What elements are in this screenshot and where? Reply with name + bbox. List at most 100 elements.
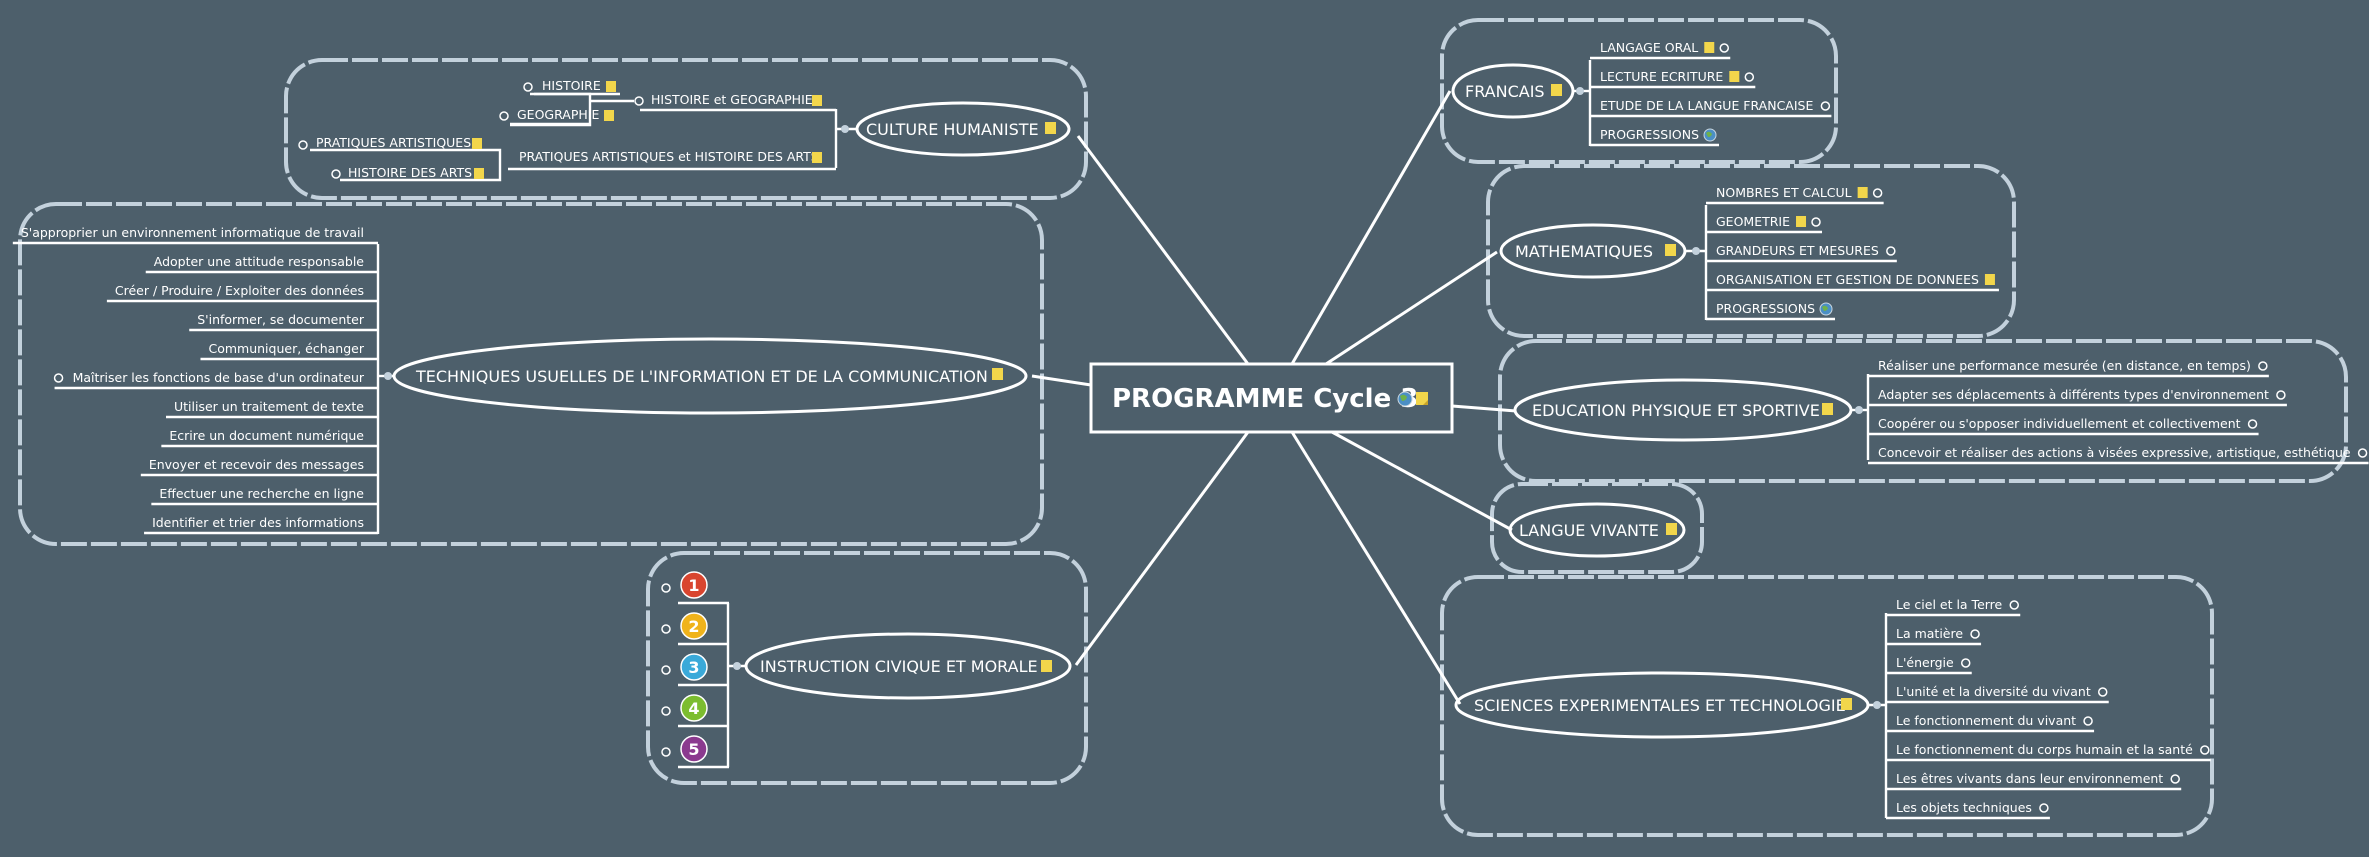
list-item[interactable]: Les êtres vivants dans leur environnemen… [1896, 771, 2163, 786]
expand-marker-icon[interactable] [2276, 390, 2286, 400]
note-icon[interactable] [1841, 698, 1852, 710]
list-item[interactable]: Réaliser une performance mesurée (en dis… [1878, 358, 2251, 373]
expand-marker-icon[interactable] [523, 82, 533, 92]
expand-marker-icon[interactable] [331, 169, 341, 179]
branch-culture-humaniste[interactable]: CULTURE HUMANISTE HISTOIRE et GEOGRAPHIE… [298, 78, 1071, 182]
expand-marker-icon[interactable] [2097, 687, 2108, 697]
note-icon[interactable] [1665, 244, 1676, 256]
list-item[interactable]: S'approprier un environnement informatiq… [21, 225, 364, 240]
list-item[interactable]: Concevoir et réaliser des actions à visé… [1878, 445, 2351, 460]
list-item[interactable]: Effectuer une recherche en ligne [159, 486, 364, 501]
expand-marker-icon[interactable] [2039, 803, 2049, 813]
note-icon[interactable] [1704, 42, 1715, 53]
expand-marker-icon[interactable] [1811, 217, 1821, 227]
list-item[interactable]: Adapter ses déplacements à différents ty… [1878, 387, 2269, 402]
expand-marker-icon[interactable] [1719, 43, 1730, 53]
expand-marker-icon[interactable] [2083, 716, 2093, 726]
note-icon[interactable] [474, 168, 484, 179]
list-item[interactable]: Le ciel et la Terre [1896, 597, 2003, 612]
note-icon[interactable] [1984, 274, 1995, 285]
note-icon[interactable] [1041, 660, 1052, 672]
note-icon[interactable] [1822, 403, 1833, 415]
leaf-pratiques-artistiques[interactable]: PRATIQUES ARTISTIQUES [316, 135, 471, 150]
number-badge-1[interactable]: 1 [680, 571, 708, 599]
note-icon[interactable] [1666, 523, 1677, 535]
note-icon[interactable] [1045, 122, 1056, 134]
list-item[interactable]: L'énergie [1896, 655, 1954, 670]
branch-langue-vivante[interactable]: LANGUE VIVANTE [1508, 502, 1686, 558]
list-item[interactable]: La matière [1896, 626, 1963, 641]
number-badge-2[interactable]: 2 [680, 612, 708, 640]
list-item[interactable]: Identifier et trier des informations [152, 515, 364, 530]
number-badge-3[interactable]: 3 [680, 653, 708, 681]
list-item[interactable]: Utiliser un traitement de texte [174, 399, 364, 414]
list-item[interactable]: L'unité et la diversité du vivant [1896, 684, 2091, 699]
branch-eps[interactable]: EDUCATION PHYSIQUE ET SPORTIVE Réaliser … [1513, 358, 2369, 465]
list-item[interactable]: Communiquer, échanger [208, 341, 364, 356]
expand-marker-icon[interactable] [661, 583, 671, 593]
expand-marker-icon[interactable] [2258, 361, 2268, 371]
note-icon[interactable] [1551, 84, 1562, 96]
expand-marker-icon[interactable] [2357, 448, 2368, 458]
list-item[interactable]: LANGAGE ORAL [1600, 40, 1698, 55]
expand-marker-icon[interactable] [634, 96, 644, 106]
list-item[interactable]: Adopter une attitude responsable [154, 254, 365, 269]
number-badge-5[interactable]: 5 [680, 735, 708, 763]
expand-marker-icon[interactable] [661, 624, 671, 634]
note-icon[interactable] [1857, 187, 1868, 198]
list-item[interactable]: LECTURE ECRITURE [1600, 69, 1723, 84]
list-item[interactable]: ORGANISATION ET GESTION DE DONNEES [1716, 272, 1979, 287]
leaf-histoire[interactable]: HISTOIRE [542, 78, 601, 93]
expand-marker-icon[interactable] [2200, 745, 2210, 755]
branch-mathematiques[interactable]: MATHEMATIQUES NOMBRES ET CALCULGEOMETRIE… [1499, 185, 1999, 321]
list-item[interactable]: PROGRESSIONS [1716, 301, 1815, 316]
leaf-geographie[interactable]: GEOGRAPHIE [517, 107, 599, 122]
expand-marker-icon[interactable] [1820, 101, 1831, 111]
sub-topic-pratiques-histoire-arts[interactable]: PRATIQUES ARTISTIQUES et HISTOIRE DES AR… [519, 149, 819, 164]
list-item[interactable]: GRANDEURS ET MESURES [1716, 243, 1879, 258]
number-badge-4[interactable]: 4 [680, 694, 708, 722]
expand-marker-icon[interactable] [661, 665, 671, 675]
note-icon[interactable] [812, 152, 822, 163]
note-icon[interactable] [812, 95, 822, 106]
list-item[interactable]: PROGRESSIONS [1600, 127, 1699, 142]
note-icon[interactable] [992, 368, 1003, 380]
list-item[interactable]: Le fonctionnement du vivant [1896, 713, 2076, 728]
central-topic[interactable]: PROGRAMME Cycle 3 [1089, 362, 1454, 434]
note-icon[interactable] [1729, 71, 1740, 82]
expand-marker-icon[interactable] [1886, 246, 1896, 256]
expand-marker-icon[interactable] [2170, 774, 2180, 784]
expand-marker-icon[interactable] [1872, 188, 1883, 198]
expand-marker-icon[interactable] [499, 111, 509, 121]
note-icon[interactable] [472, 138, 482, 149]
list-item[interactable]: NOMBRES ET CALCUL [1716, 185, 1852, 200]
note-icon[interactable] [1416, 392, 1428, 405]
list-item[interactable]: Coopérer ou s'opposer individuellement e… [1878, 416, 2241, 431]
list-item[interactable]: Le fonctionnement du corps humain et la … [1896, 742, 2193, 757]
note-icon[interactable] [1796, 216, 1807, 227]
expand-marker-icon[interactable] [1970, 629, 1980, 639]
expand-marker-icon[interactable] [661, 747, 671, 757]
expand-marker-icon[interactable] [2247, 419, 2258, 429]
list-item[interactable]: S'informer, se documenter [197, 312, 365, 327]
note-icon[interactable] [604, 110, 614, 121]
expand-marker-icon[interactable] [53, 373, 64, 383]
expand-marker-icon[interactable] [661, 706, 671, 716]
list-item[interactable]: Créer / Produire / Exploiter des données [115, 283, 364, 298]
list-item[interactable]: Ecrire un document numérique [169, 428, 364, 443]
list-item[interactable]: Envoyer et recevoir des messages [149, 457, 364, 472]
list-item[interactable]: Les objets techniques [1896, 800, 2032, 815]
expand-marker-icon[interactable] [1744, 72, 1755, 82]
list-item[interactable]: GEOMETRIE [1716, 214, 1790, 229]
expand-marker-icon[interactable] [1960, 658, 1971, 668]
list-item[interactable]: Maîtriser les fonctions de base d'un ord… [73, 370, 365, 385]
note-icon[interactable] [606, 81, 616, 92]
expand-marker-icon[interactable] [2009, 600, 2019, 610]
branch-sciences[interactable]: SCIENCES EXPERIMENTALES ET TECHNOLOGIE L… [1454, 597, 2211, 820]
leaf-histoire-des-arts[interactable]: HISTOIRE DES ARTS [348, 165, 472, 180]
sub-topic-histoire-geographie[interactable]: HISTOIRE et GEOGRAPHIE [651, 92, 813, 107]
expand-marker-icon[interactable] [298, 140, 308, 150]
branch-tice[interactable]: TECHNIQUES USUELLES DE L'INFORMATION ET … [12, 225, 1028, 535]
